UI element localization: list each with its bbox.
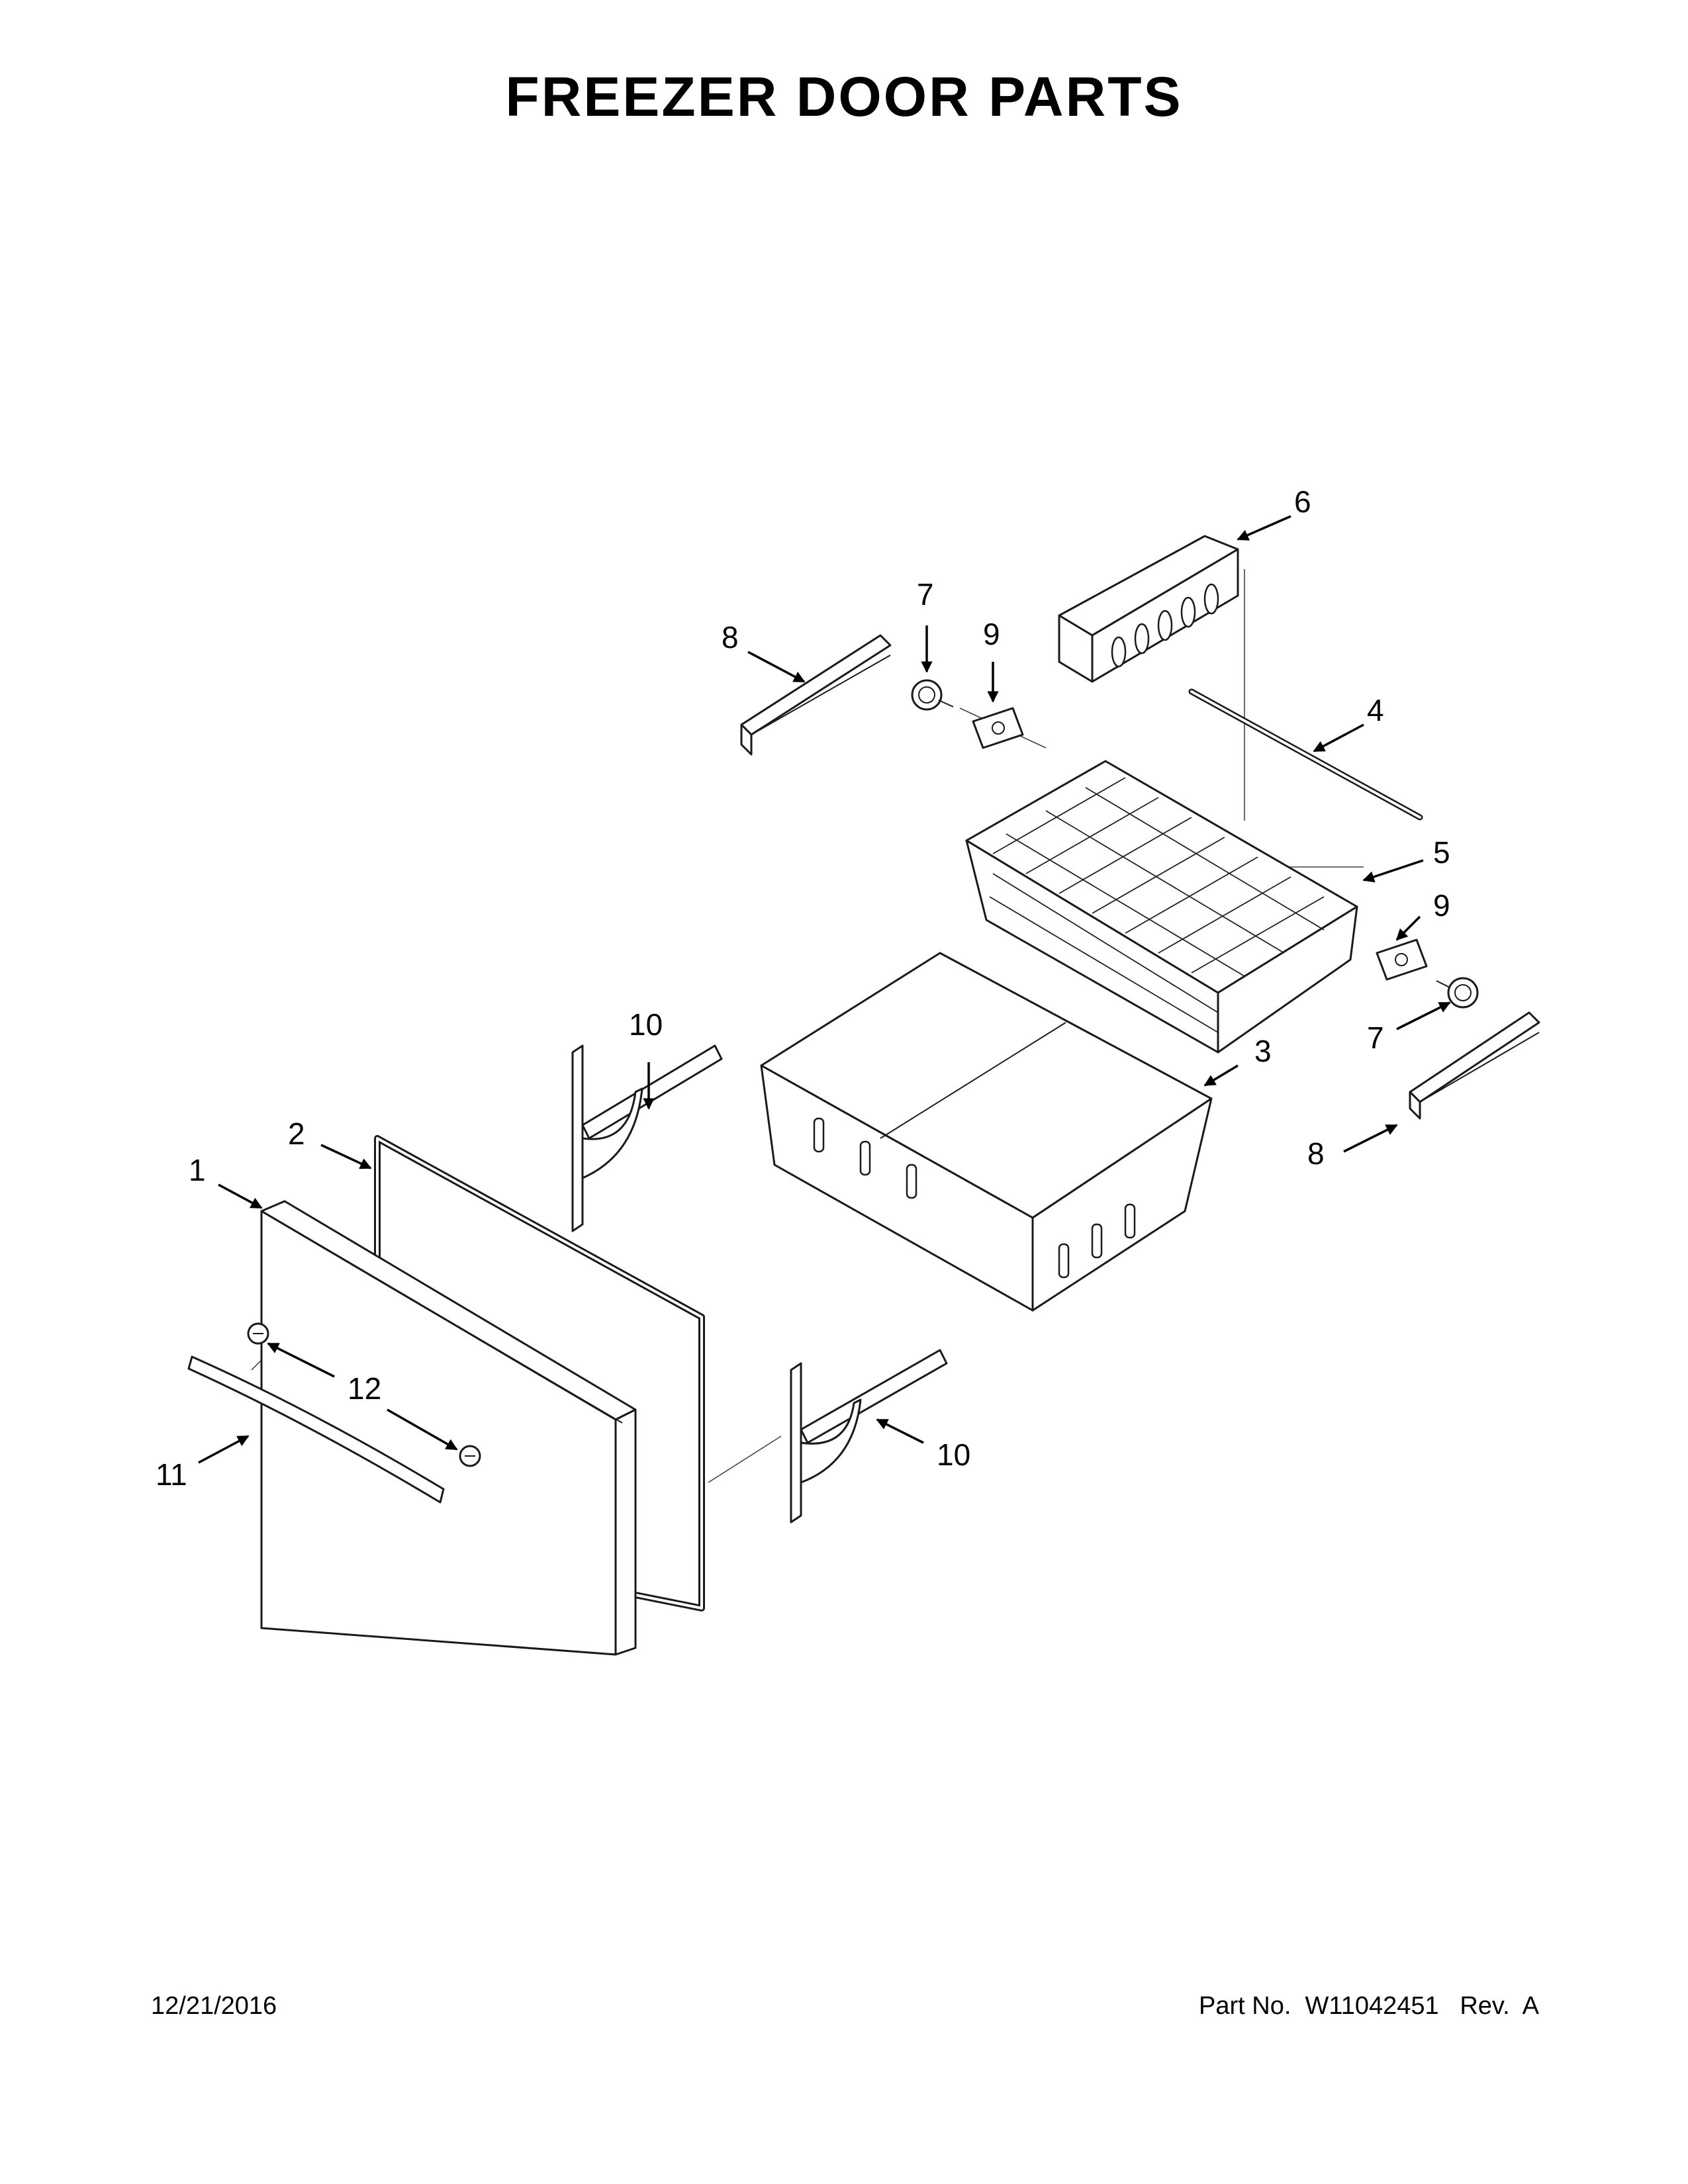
callout-4: 4 [1367, 693, 1384, 727]
part-7-gear-upper [911, 679, 954, 711]
part-4-rod [1188, 688, 1423, 821]
callout-6: 6 [1294, 484, 1311, 519]
callout-1: 1 [189, 1153, 206, 1187]
part-11-handle [187, 1355, 445, 1504]
callout-7-upper: 7 [917, 577, 934, 612]
callout-9-lower: 9 [1433, 888, 1450, 923]
callout-7-lower: 7 [1367, 1021, 1384, 1055]
part-1-door-panel [260, 1200, 637, 1656]
callout-9-upper: 9 [983, 617, 1000, 651]
callout-8-lower: 8 [1307, 1136, 1325, 1171]
callout-10-upper: 10 [629, 1007, 663, 1042]
callout-12: 12 [348, 1371, 382, 1406]
callout-8-upper: 8 [722, 620, 739, 655]
part-5-wire-basket [965, 760, 1358, 1054]
part-9-clip-lower [1376, 938, 1428, 981]
part-3-freezer-bin [760, 952, 1213, 1312]
part-6-rail [1058, 535, 1239, 683]
footer-part-number: Part No. W11042451 Rev. A [1199, 1992, 1539, 2020]
footer-date: 12/21/2016 [151, 1992, 277, 2020]
part-10-bracket-lower [790, 1349, 948, 1524]
part-8-slide-rail-upper [740, 634, 892, 756]
callout-11: 11 [156, 1457, 187, 1492]
part-8-slide-rail-lower [1409, 1011, 1540, 1120]
callout-10-lower: 10 [937, 1437, 971, 1472]
part-12-screws [247, 1322, 481, 1467]
page-title: FREEZER DOOR PARTS [505, 66, 1183, 128]
callout-2: 2 [288, 1116, 305, 1151]
part-9-clip-upper [972, 707, 1024, 749]
callout-arrows [198, 515, 1451, 1464]
callout-3: 3 [1254, 1034, 1272, 1068]
part-7-gear-lower [1436, 977, 1479, 1009]
callout-5: 5 [1433, 835, 1450, 870]
part-10-bracket-upper [571, 1044, 723, 1232]
